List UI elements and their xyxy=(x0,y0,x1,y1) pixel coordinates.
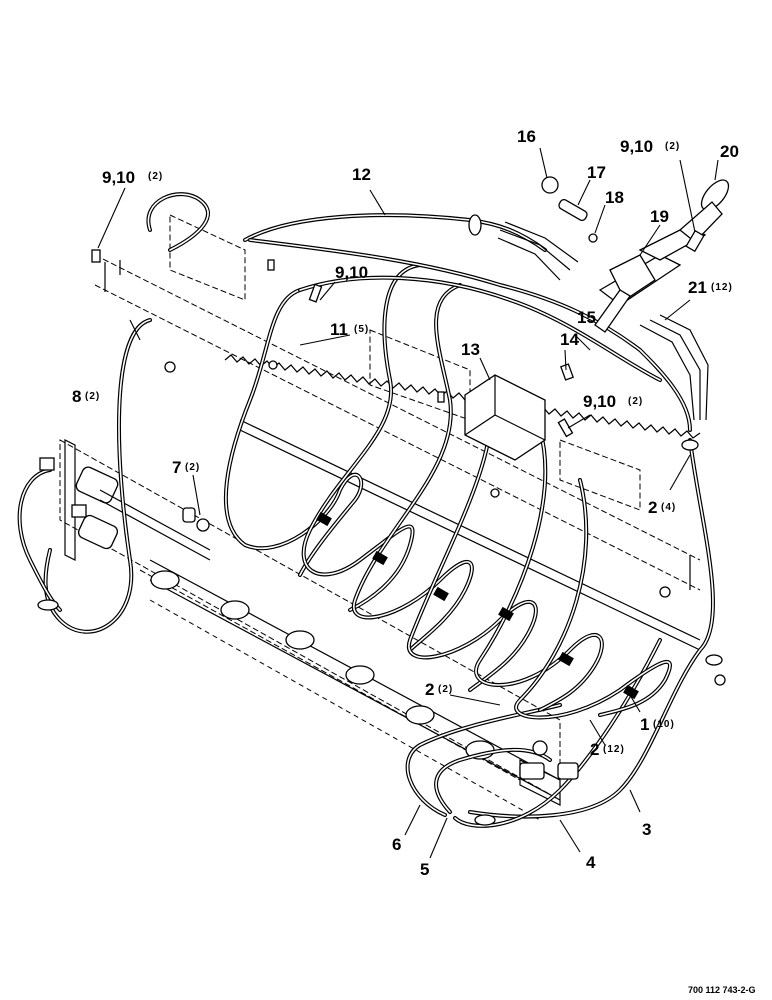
callout-9-10-middle: 9,10 xyxy=(335,263,368,282)
callout-6: 6 xyxy=(392,835,401,854)
callout-11: 11 (5) xyxy=(330,320,369,339)
callout-18: 18 xyxy=(605,188,624,207)
callout-8: 8 (2) xyxy=(72,387,100,406)
svg-text:13: 13 xyxy=(461,340,480,359)
cutter-bar xyxy=(224,354,701,651)
svg-text:20: 20 xyxy=(720,142,739,161)
svg-text:(2): (2) xyxy=(85,391,100,402)
svg-text:11: 11 xyxy=(330,320,348,339)
control-box xyxy=(464,374,546,461)
svg-text:2: 2 xyxy=(590,740,599,759)
cable-ties xyxy=(37,214,726,826)
callout-17: 17 xyxy=(587,163,606,182)
main-bundle xyxy=(248,221,709,432)
connector-receptacle xyxy=(594,179,730,333)
svg-text:4: 4 xyxy=(586,853,596,872)
callout-16: 16 xyxy=(517,127,536,146)
svg-text:(12): (12) xyxy=(711,282,733,293)
svg-text:7: 7 xyxy=(172,458,181,477)
svg-text:(2): (2) xyxy=(438,684,453,695)
small-hardware xyxy=(541,176,705,381)
svg-text:(5): (5) xyxy=(354,324,369,335)
svg-text:16: 16 xyxy=(517,127,536,146)
harness-3 xyxy=(468,438,715,819)
svg-text:9,10: 9,10 xyxy=(335,263,368,282)
svg-text:(2): (2) xyxy=(628,396,643,407)
callout-9-10-left: 9,10 (2) xyxy=(102,168,163,187)
svg-text:2: 2 xyxy=(648,498,657,517)
callout-14: 14 xyxy=(560,330,579,349)
svg-text:2: 2 xyxy=(425,680,434,699)
svg-text:5: 5 xyxy=(420,860,429,879)
sensor-loops xyxy=(223,263,672,720)
sensor-connectors xyxy=(39,457,639,780)
svg-text:15: 15 xyxy=(577,308,596,327)
svg-text:8: 8 xyxy=(72,387,81,406)
svg-text:(2): (2) xyxy=(665,141,680,152)
callout-20: 20 xyxy=(720,142,739,161)
leader-lines xyxy=(97,147,719,859)
svg-text:3: 3 xyxy=(642,820,651,839)
callout-4: 4 xyxy=(586,853,596,872)
svg-text:(12): (12) xyxy=(603,744,625,755)
svg-text:(4): (4) xyxy=(661,502,676,513)
harness-12 xyxy=(146,192,547,252)
callout-12: 12 xyxy=(352,165,371,184)
svg-text:9,10: 9,10 xyxy=(583,392,616,411)
callout-15: 15 xyxy=(577,308,596,327)
callout-2-two: 2 (2) xyxy=(425,680,453,699)
document-number: 700 112 743-2-G xyxy=(688,985,756,995)
callout-7: 7 (2) xyxy=(172,458,200,477)
svg-text:(2): (2) xyxy=(148,171,163,182)
svg-text:18: 18 xyxy=(605,188,624,207)
callout-1: 1 (10) xyxy=(640,715,675,734)
callout-13: 13 xyxy=(461,340,480,359)
callout-9-10-center: 9,10 (2) xyxy=(583,392,643,411)
svg-text:12: 12 xyxy=(352,165,371,184)
callout-19: 19 xyxy=(650,207,669,226)
callout-2-twelve: 2 (12) xyxy=(590,740,625,759)
callout-2-four: 2 (4) xyxy=(648,498,676,517)
bolts xyxy=(91,249,574,438)
svg-text:21: 21 xyxy=(688,278,707,297)
svg-text:(10): (10) xyxy=(653,719,675,730)
callout-21: 21 (12) xyxy=(688,278,733,297)
svg-text:17: 17 xyxy=(587,163,606,182)
svg-text:19: 19 xyxy=(650,207,669,226)
svg-text:9,10: 9,10 xyxy=(620,137,653,156)
svg-text:9,10: 9,10 xyxy=(102,168,135,187)
callout-9-10-top-right: 9,10 (2) xyxy=(620,137,680,156)
svg-text:1: 1 xyxy=(640,715,649,734)
svg-text:(2): (2) xyxy=(185,462,200,473)
callout-3: 3 xyxy=(642,820,651,839)
svg-text:14: 14 xyxy=(560,330,579,349)
svg-text:6: 6 xyxy=(392,835,401,854)
callout-5: 5 xyxy=(420,860,429,879)
